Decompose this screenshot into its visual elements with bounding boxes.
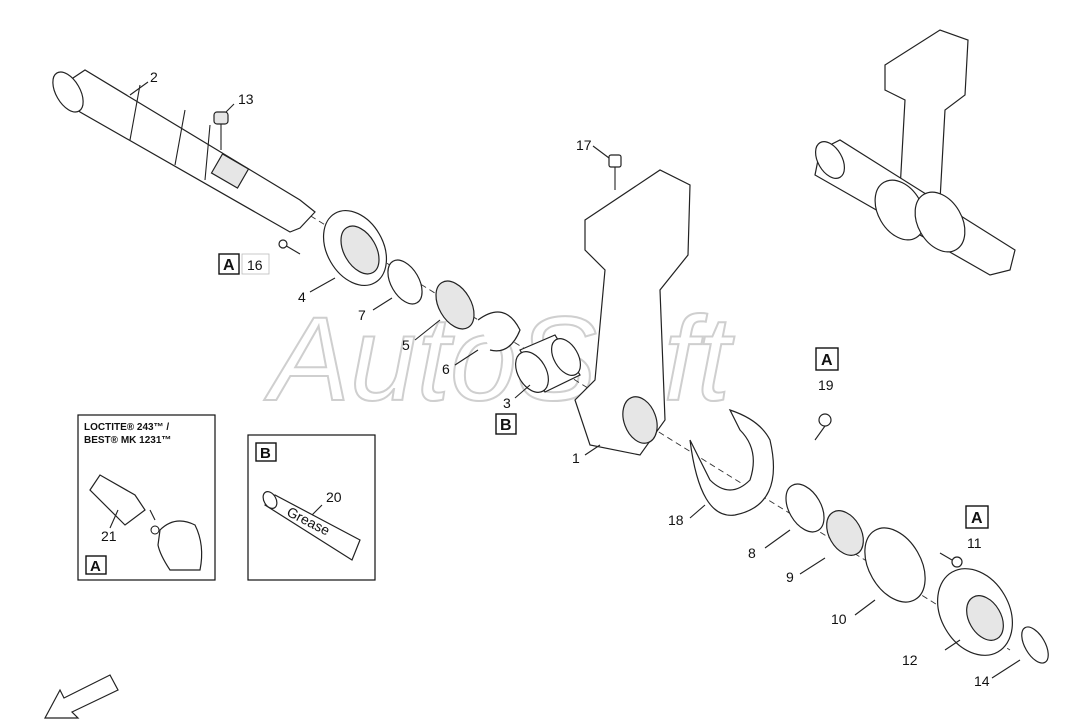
- callout-16: 16: [247, 257, 263, 273]
- part-shield-18: [689, 408, 774, 516]
- callout-3: 3: [503, 395, 511, 411]
- part-snap-ring-7: [387, 259, 423, 305]
- part-bearing-12: [937, 568, 1013, 656]
- svg-text:B: B: [500, 417, 512, 434]
- tag-a-19: A: [815, 347, 839, 371]
- svg-text:B: B: [260, 445, 271, 462]
- callout-20: 20: [326, 489, 342, 505]
- leader-lines: [129, 81, 1021, 679]
- hand-icon: [157, 520, 203, 571]
- part-snap-ring-14: [1021, 626, 1049, 664]
- part-washer-8: [785, 483, 825, 533]
- callout-13: 13: [238, 91, 254, 107]
- part-lock-washer-9: [826, 510, 864, 556]
- part-shaft: [52, 69, 316, 233]
- callout-11: 11: [967, 535, 982, 551]
- tag-a-11: A: [965, 505, 989, 529]
- loctite-line-2: BEST® MK 1231™: [84, 435, 171, 446]
- loctite-panel: LOCTITE® 243™ / BEST® MK 1231™ 21 A: [77, 414, 216, 581]
- part-arm: [574, 169, 691, 456]
- callout-8: 8: [748, 545, 756, 561]
- part-bolt-11: [939, 552, 963, 568]
- adhesive-bottle-icon: [89, 474, 146, 526]
- callout-5: 5: [402, 337, 410, 353]
- callout-9: 9: [786, 569, 794, 585]
- svg-text:A: A: [90, 558, 101, 575]
- direction-arrow-icon: [43, 674, 119, 719]
- part-flange-housing: [322, 210, 388, 286]
- part-bushing-3: [515, 334, 582, 393]
- part-half-bushing-6: [477, 311, 521, 352]
- part-grease-fitting: [608, 154, 622, 190]
- tag-a-16: A: [218, 253, 270, 275]
- callout-12: 12: [902, 652, 918, 668]
- loctite-line-1: LOCTITE® 243™ /: [84, 422, 169, 433]
- callout-6: 6: [442, 361, 450, 377]
- grease-panel: B Grease 20: [247, 434, 376, 581]
- callout-1: 1: [572, 450, 580, 466]
- callout-17: 17: [576, 137, 592, 153]
- part-bolt-16: [278, 239, 301, 255]
- tag-b-3: B: [495, 413, 517, 435]
- callout-19: 19: [818, 377, 834, 393]
- svg-text:A: A: [223, 257, 235, 274]
- part-bolt-19: [814, 413, 832, 441]
- callout-7: 7: [358, 307, 366, 323]
- part-key: [213, 111, 229, 125]
- callout-14: 14: [974, 673, 990, 689]
- part-flange-10: [864, 527, 926, 603]
- callout-2: 2: [150, 69, 158, 85]
- svg-text:A: A: [821, 352, 833, 369]
- callout-10: 10: [831, 611, 847, 627]
- part-seal-5: [435, 280, 475, 330]
- svg-text:A: A: [971, 510, 983, 527]
- assembled-view: [814, 29, 1016, 276]
- callout-4: 4: [298, 289, 306, 305]
- callout-21: 21: [101, 528, 117, 544]
- callout-18: 18: [668, 512, 684, 528]
